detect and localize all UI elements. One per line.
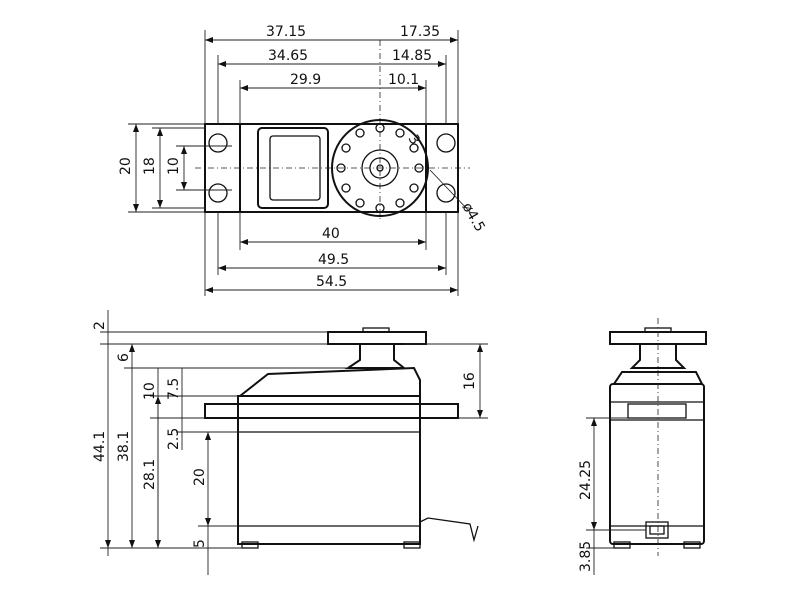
mount-hole-icon (208, 133, 228, 153)
mount-hole-icon (208, 183, 228, 203)
connector-icon (645, 521, 669, 539)
foot-end (683, 541, 701, 549)
dim-17-35: 17.35 (400, 24, 440, 40)
dim-2: 2 (92, 321, 108, 330)
label-window (269, 135, 321, 201)
dim-20: 20 (192, 468, 208, 486)
foot-end (613, 541, 631, 549)
center-screw-icon (376, 164, 384, 172)
spline-outer (361, 149, 399, 187)
dim-28-1: 28.1 (142, 459, 158, 490)
mount-hole-icon (436, 183, 456, 203)
dim-34-65: 34.65 (268, 48, 308, 64)
hole-leader (429, 169, 471, 213)
dim-24-25: 24.25 (578, 460, 594, 500)
dim-5: 5 (192, 539, 208, 548)
foot (403, 541, 421, 549)
connector-inner (649, 525, 665, 535)
upper-end (613, 371, 703, 385)
foot (241, 541, 259, 549)
cable-side (419, 517, 479, 543)
dim-29-9: 29.9 (290, 72, 321, 88)
horn-holes (336, 123, 424, 213)
dim-small-3: 3 (405, 132, 423, 148)
end-view: 24.25 3.85 (578, 318, 707, 575)
upper-body-side (239, 366, 421, 404)
horn-side (327, 331, 427, 345)
dim-16: 16 (462, 372, 478, 390)
case-end (609, 383, 705, 545)
end-dim-lines (586, 417, 646, 575)
side-view: 2 6 44.1 38.1 28.1 10 7.5 2.5 20 5 16 (92, 310, 488, 575)
width-dim-lines (128, 30, 459, 296)
case-side (237, 395, 421, 545)
dim-3-85: 3.85 (578, 541, 594, 572)
dim-40: 40 (322, 226, 340, 242)
label-recess (257, 127, 329, 209)
dim-h-20: 20 (118, 157, 134, 175)
spline-inner (369, 157, 391, 179)
side-dim-lines (100, 310, 488, 575)
hub-side (344, 344, 407, 369)
horn-disc (331, 119, 429, 217)
flange-side (204, 403, 459, 419)
flange-end (627, 403, 687, 419)
dim-h-10: 10 (166, 157, 182, 175)
horn-screw-side (362, 327, 390, 333)
dim-10: 10 (142, 382, 158, 400)
dim-h-18: 18 (142, 157, 158, 175)
dim-7-5: 7.5 (166, 378, 182, 400)
dim-49-5: 49.5 (318, 252, 349, 268)
dim-hole-dia: ø4.5 (459, 200, 488, 235)
mount-hole-icon (436, 133, 456, 153)
dim-38-1: 38.1 (116, 431, 132, 462)
dim-54-5: 54.5 (316, 274, 347, 290)
hub-end (629, 344, 687, 369)
dim-37-15: 37.15 (266, 24, 306, 40)
top-view: 37.15 17.35 34.65 14.85 29.9 10.1 40 49.… (118, 24, 488, 296)
dim-6: 6 (116, 353, 132, 362)
dim-14-85: 14.85 (392, 48, 432, 64)
dimension-arrows (105, 37, 597, 548)
dim-44-1: 44.1 (92, 431, 108, 462)
dim-2-5: 2.5 (166, 428, 182, 450)
dim-10-1: 10.1 (388, 72, 419, 88)
